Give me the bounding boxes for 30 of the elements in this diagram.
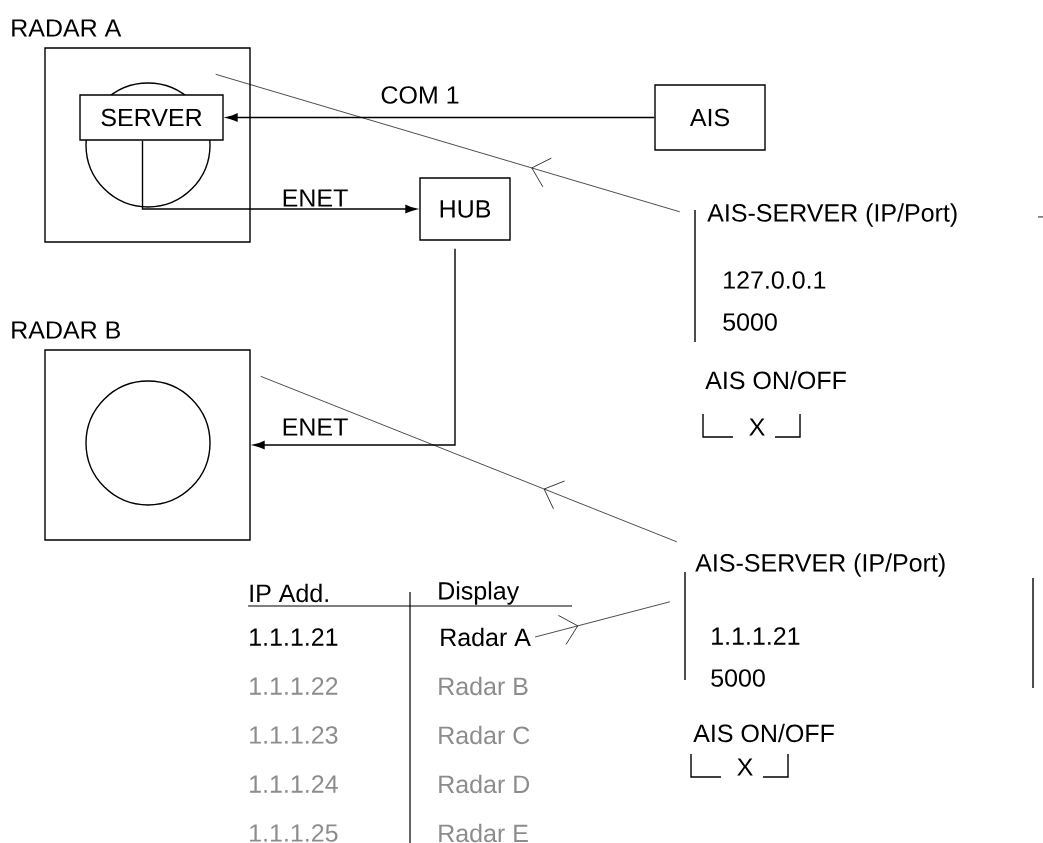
settings-panel: AIS-SERVER (IP/Port) 127.0.0.1 5000 — [694, 203, 1043, 343]
setting-label: AIS ON/OFF — [705, 370, 846, 390]
display-name: Radar D — [439, 774, 530, 794]
device-box: AIS — [654, 84, 766, 151]
ip-address: 1.1.1.23 — [250, 726, 338, 744]
settings-panel: AIS-SERVER (IP/Port) 1.1.1.21 5000 — [684, 553, 1034, 689]
display-name: Radar C — [439, 725, 530, 745]
column-header: Display — [439, 581, 520, 605]
edge-label: ENET — [280, 417, 350, 437]
node-label: RADAR B — [12, 321, 120, 339]
edge-label: ENET — [280, 188, 350, 208]
device-box: SERVER — [79, 94, 224, 141]
display-name: Radar B — [439, 676, 528, 696]
display-name: Radar A — [441, 627, 531, 647]
connector-arrow — [226, 113, 655, 122]
radar-unit-box: RADAR B — [12, 321, 251, 541]
ip-address: 1.1.1.25 — [250, 824, 338, 842]
checkbox: X — [690, 753, 789, 778]
device-box: HUB — [419, 177, 511, 241]
column-header: IP Add. — [250, 583, 328, 603]
checkbox: X — [702, 413, 801, 438]
edge-label: COM 1 — [379, 85, 461, 105]
node-label: RADAR A — [12, 19, 122, 37]
ip-address: 1.1.1.21 — [250, 628, 338, 646]
setting-label: AIS ON/OFF — [693, 723, 834, 743]
ip-address: 1.1.1.24 — [250, 775, 338, 793]
connector-arrow — [141, 140, 417, 214]
connector-arrow — [253, 248, 456, 450]
ip-address: 1.1.1.22 — [250, 677, 338, 695]
display-name: Radar E — [439, 823, 528, 843]
